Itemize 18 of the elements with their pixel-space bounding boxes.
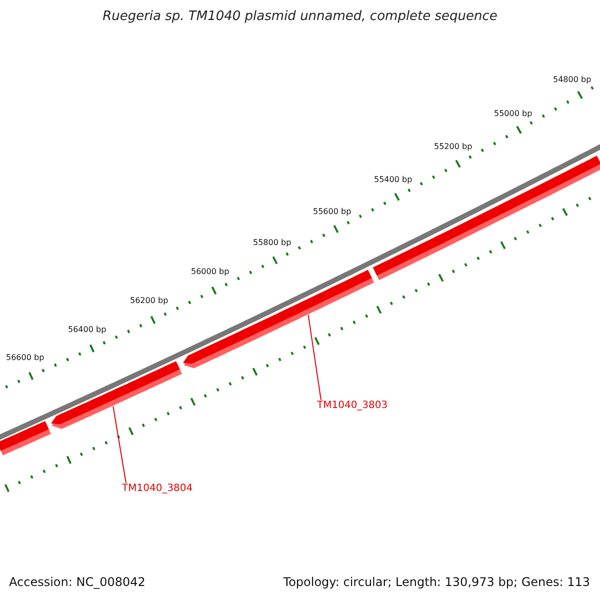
gene-label: TM1040_3803 <box>317 400 388 411</box>
gene-label: TM1040_3804 <box>122 483 193 494</box>
gene-feature <box>0 421 51 456</box>
footer-text: Topology: circular; Length: 130,973 bp; Genes: 113 <box>283 575 590 589</box>
tick-label: 56200 bp <box>130 296 168 305</box>
map-title: Ruegeria sp. TM1040 plasmid unnamed, complete sequence <box>102 9 498 24</box>
gene-feature <box>372 156 600 280</box>
tick-label: 56600 bp <box>6 353 44 362</box>
tick-label: 55600 bp <box>313 207 352 216</box>
leader-line <box>308 314 322 400</box>
footer-text: Accession: NC_008042 <box>9 575 146 589</box>
gene-feature <box>51 361 182 429</box>
leader-line <box>112 406 126 484</box>
gene-feature <box>182 270 374 368</box>
tick-label: 56000 bp <box>191 267 230 276</box>
tick-label: 55000 bp <box>494 109 532 118</box>
tick-label: 55400 bp <box>374 175 412 184</box>
tick-label: 54800 bp <box>553 75 592 84</box>
